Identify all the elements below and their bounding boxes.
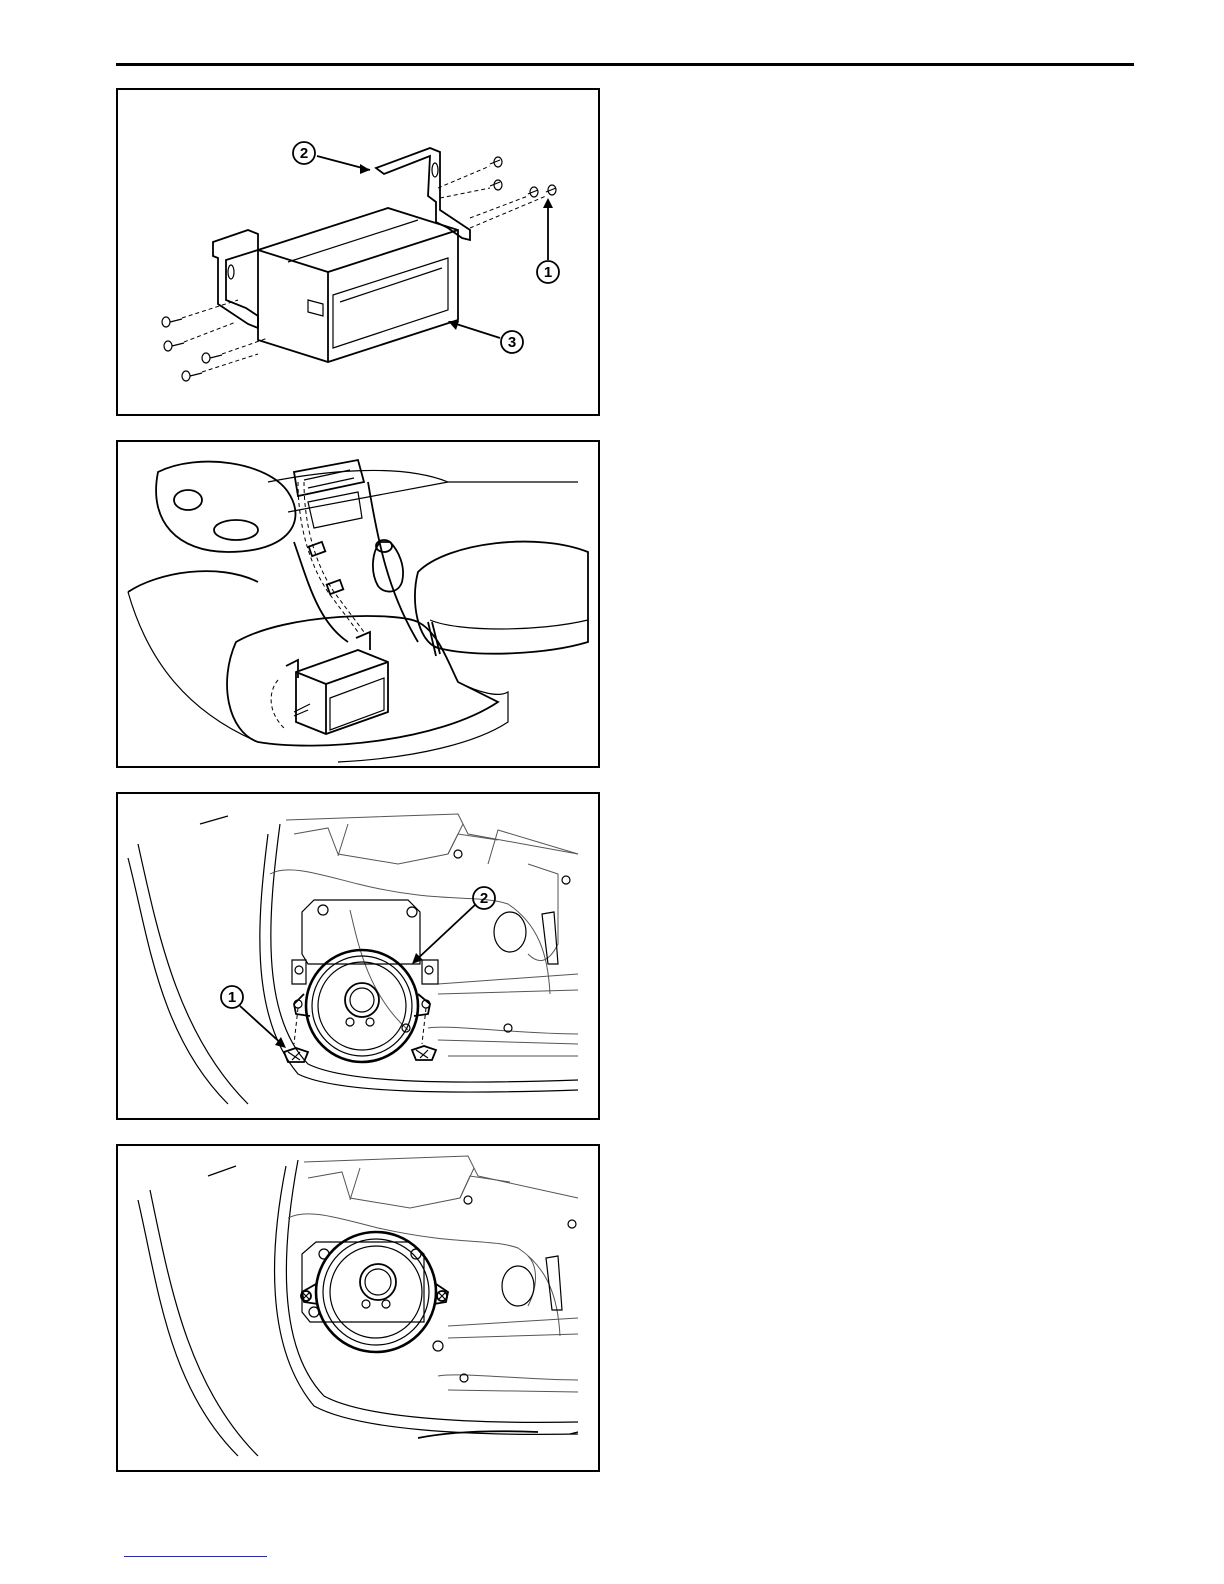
figure-door-speaker-installed <box>116 1144 600 1472</box>
callout-3: 3 <box>508 334 516 351</box>
illustration-cd-changer-exploded: 2 1 3 <box>118 90 598 414</box>
figure-door-speaker-removal: 1 2 <box>116 792 600 1120</box>
callout-1: 1 <box>228 989 236 1006</box>
illustration-cd-changer-under-seat <box>118 442 598 766</box>
illustration-door-speaker-installed <box>118 1146 598 1470</box>
footer-link-rule <box>124 1556 267 1557</box>
illustration-door-speaker-exploded: 1 2 <box>118 794 598 1118</box>
header-rule <box>116 63 1134 66</box>
figure-cd-changer-location <box>116 440 600 768</box>
figure-cd-changer-brackets: 2 1 3 <box>116 88 600 416</box>
callout-1: 1 <box>544 264 552 281</box>
callout-2: 2 <box>300 145 308 162</box>
callout-2: 2 <box>480 890 488 907</box>
